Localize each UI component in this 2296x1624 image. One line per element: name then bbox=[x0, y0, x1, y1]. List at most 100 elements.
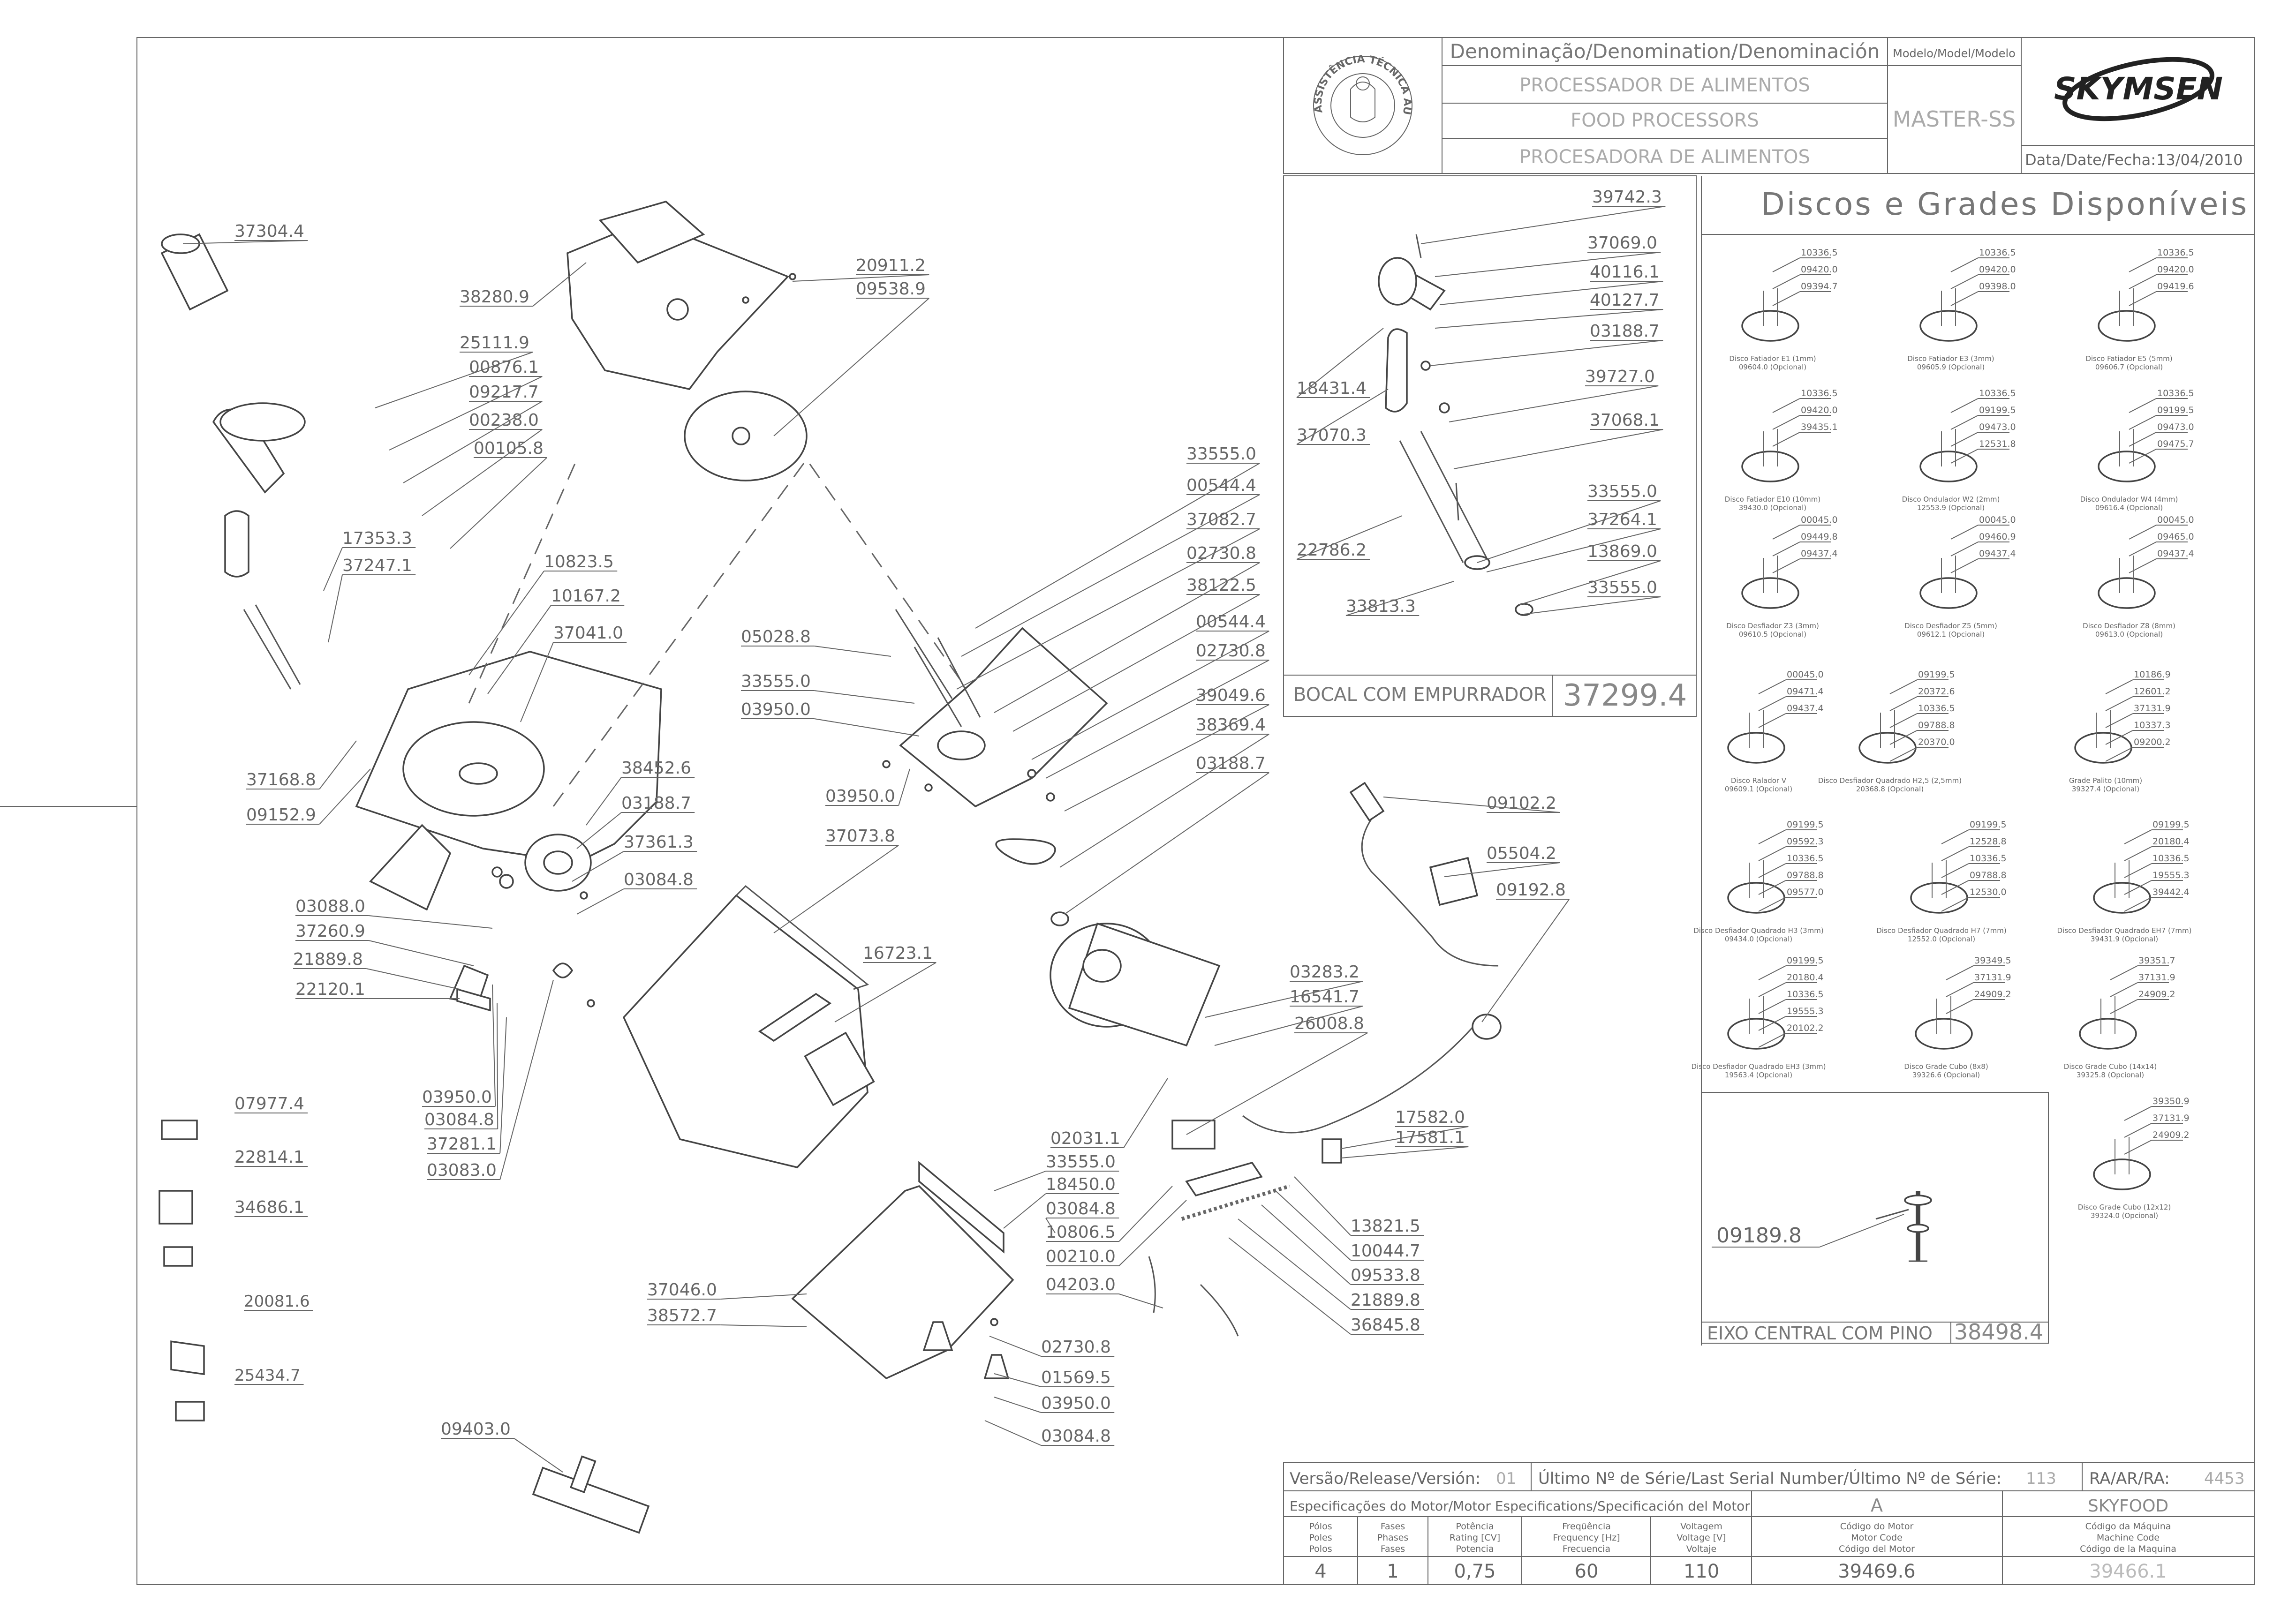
part-callout: 10167.2 bbox=[551, 586, 621, 606]
part-callout: 03188.7 bbox=[621, 794, 691, 813]
exploded-view-drawing bbox=[159, 201, 1502, 1534]
disc-name: Disco Fatiador E10 (10mm) bbox=[1725, 495, 1820, 504]
callout-leader bbox=[1214, 1006, 1363, 1046]
disc-part-number: 39435.1 bbox=[1801, 422, 1838, 432]
part-callout: 39727.0 bbox=[1585, 367, 1655, 386]
callout-leader bbox=[389, 376, 543, 451]
callout-leader bbox=[520, 642, 554, 722]
disc-part-number: 24909.2 bbox=[1974, 989, 2011, 1000]
disc-name: Disco Desfiador Quadrado H3 (3mm) bbox=[1693, 926, 1824, 935]
callout-leader bbox=[366, 968, 460, 990]
serial-label: Último Nº de Série/Last Serial Number/Úl… bbox=[1538, 1469, 2001, 1488]
disc-part-number: 12531.8 bbox=[1979, 439, 2016, 449]
callout-leader bbox=[586, 777, 622, 826]
part-callout: 10823.5 bbox=[544, 552, 614, 571]
part-callout: 25434.7 bbox=[234, 1366, 301, 1385]
disc-name: Disco Fatiador E1 (1mm) bbox=[1729, 354, 1816, 363]
part-callout: 03084.8 bbox=[1041, 1427, 1111, 1446]
motor-spec-label: Especificações do Motor/Motor Especifica… bbox=[1290, 1498, 1750, 1514]
part-callout: 03283.2 bbox=[1290, 962, 1359, 982]
part-callout: 09217.7 bbox=[469, 383, 539, 402]
disc-icon bbox=[1741, 577, 1799, 609]
callout-leader bbox=[1439, 281, 1663, 305]
spec-column-header: Pólos bbox=[1309, 1521, 1332, 1532]
part-callout: 33813.3 bbox=[1346, 597, 1416, 616]
part-callout: 34686.1 bbox=[234, 1198, 304, 1217]
disc-icon bbox=[1919, 577, 1978, 609]
footer-spec-table: Versão/Release/Versión: 01 Último Nº de … bbox=[1283, 1462, 2255, 1585]
denomination-label: Denominação/Denomination/Denominación bbox=[1450, 40, 1880, 63]
callout-leader bbox=[984, 1420, 1042, 1446]
part-callout: 33555.0 bbox=[1186, 444, 1256, 464]
callout-leader bbox=[1261, 1204, 1351, 1285]
disc-part-number: 20370.0 bbox=[1918, 737, 1955, 747]
disc-icon bbox=[2093, 882, 2151, 914]
brand-name: SKYMSEN bbox=[2054, 71, 2223, 107]
spec-value: 1 bbox=[1387, 1561, 1398, 1582]
callout-leader bbox=[1275, 1190, 1351, 1261]
part-callout: 13821.5 bbox=[1351, 1217, 1420, 1236]
spec-column-header: Código da Máquina bbox=[2085, 1521, 2171, 1532]
ra-label: RA/AR/RA: bbox=[2089, 1469, 2170, 1488]
sheet-border bbox=[136, 37, 2255, 1585]
disc-icon bbox=[1727, 732, 1785, 764]
callout-leader bbox=[576, 888, 624, 915]
callout-leader bbox=[1341, 1126, 1469, 1149]
disc-name: Disco Fatiador E5 (5mm) bbox=[2085, 354, 2172, 363]
part-callout: 38572.7 bbox=[647, 1306, 717, 1325]
spec-columns: PólosPolesPolos4FasesPhasesFases1Potênci… bbox=[1309, 1521, 2176, 1582]
callout-leader bbox=[720, 1293, 807, 1300]
eixo-title: EIXO CENTRAL COM PINO bbox=[1707, 1323, 1933, 1344]
part-callout: 03084.8 bbox=[424, 1110, 494, 1129]
part-callout: 39049.6 bbox=[1196, 686, 1266, 705]
part-callout: 38369.4 bbox=[1196, 715, 1266, 735]
callout-leader bbox=[468, 571, 544, 676]
disc-name: Disco Ralador V bbox=[1731, 776, 1787, 785]
part-callout: 33555.0 bbox=[1587, 482, 1657, 501]
disc-part-number: 09199.5 bbox=[2157, 405, 2194, 415]
disc-icon bbox=[1915, 1018, 1973, 1050]
callout-leader bbox=[1345, 581, 1454, 616]
part-callout: 26008.8 bbox=[1294, 1014, 1364, 1033]
callout-leader bbox=[1045, 660, 1269, 779]
product-name-pt: PROCESSADOR DE ALIMENTOS bbox=[1519, 75, 1810, 96]
disc-part-number: 10336.5 bbox=[1918, 703, 1955, 714]
part-callout: 17353.3 bbox=[342, 529, 412, 548]
callout-leader bbox=[1238, 1218, 1351, 1310]
disc-part-number: 09437.4 bbox=[1801, 549, 1838, 559]
callout-leader bbox=[1296, 389, 1389, 445]
callout-leader bbox=[1064, 704, 1269, 812]
disc-icon bbox=[2074, 732, 2132, 764]
disc-part-number: 10336.5 bbox=[1979, 388, 2016, 398]
callout-leader bbox=[1486, 528, 1661, 572]
part-callout: 16541.7 bbox=[1290, 987, 1359, 1007]
disc-part-number: 12528.8 bbox=[1970, 836, 2007, 847]
part-callout: 03188.7 bbox=[1590, 322, 1660, 341]
disc-name: Disco Desfiador Quadrado EH3 (3mm) bbox=[1692, 1062, 1826, 1071]
callout-leader bbox=[319, 768, 371, 825]
disc-part-number: 20102.2 bbox=[1787, 1023, 1824, 1033]
part-callout: 37281.1 bbox=[427, 1135, 497, 1154]
date-label: Data/Date/Fecha: bbox=[2025, 151, 2156, 169]
disc-code: 39324.0 (Opcional) bbox=[2091, 1211, 2158, 1220]
disc-name: Disco Ondulador W2 (2mm) bbox=[1902, 495, 2000, 504]
callout-leader bbox=[1118, 1186, 1173, 1242]
part-callout: 03950.0 bbox=[741, 700, 811, 719]
disc-part-number: 37131.9 bbox=[2152, 1113, 2190, 1123]
disc-part-number: 09199.5 bbox=[1787, 955, 1824, 966]
part-callout: 22120.1 bbox=[295, 980, 365, 999]
part-callout: 03083.0 bbox=[427, 1161, 497, 1180]
callout-leader bbox=[369, 940, 474, 966]
part-callout: 37304.4 bbox=[234, 222, 304, 241]
spec-value: 60 bbox=[1575, 1561, 1599, 1582]
part-callout: 03950.0 bbox=[422, 1088, 492, 1107]
disc-part-number: 09465.0 bbox=[2157, 532, 2194, 542]
disc-part-number: 00045.0 bbox=[1787, 669, 1824, 680]
disc-part-number: 37131.9 bbox=[2134, 703, 2171, 714]
disc-part-number: 39349.5 bbox=[1974, 955, 2011, 966]
part-callout: 37069.0 bbox=[1587, 233, 1657, 253]
part-callout: 09533.8 bbox=[1351, 1266, 1420, 1285]
